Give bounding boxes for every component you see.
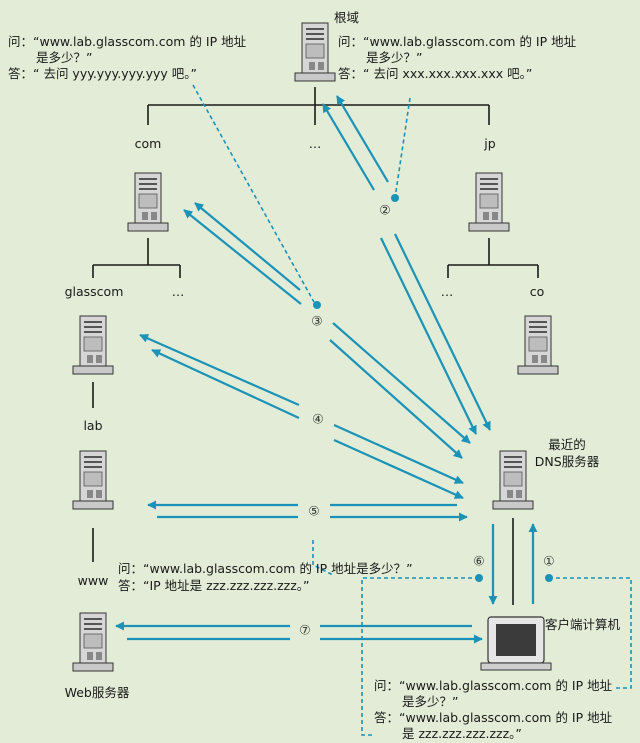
annotation-bottom-q1: 问：“www.lab.glasscom.com 的 IP 地址 <box>374 678 613 693</box>
root-server-icon <box>294 22 336 82</box>
step-3: ③ <box>311 315 323 330</box>
annotation-left-top: 问：“www.lab.glasscom.com 的 IP 地址 是多少？” 答：… <box>8 34 247 81</box>
annotation-middle-q1: 问：“www.lab.glasscom.com 的 IP 地址是多少？” <box>118 561 413 576</box>
annotation-right-top-q1: 问：“www.lab.glasscom.com 的 IP 地址 <box>338 34 577 49</box>
jp-ellipsis: … <box>441 284 454 299</box>
dns-label-line2: DNS服务器 <box>535 454 600 469</box>
com-server-icon <box>127 172 169 232</box>
annotation-right-top-q2: 是多少？” <box>366 50 422 65</box>
annotation-bottom-a2: 是 zzz.zzz.zzz.zzz。” <box>402 726 522 741</box>
jp-label: jp <box>483 136 495 151</box>
client-label: 客户端计算机 <box>545 617 621 632</box>
step-5: ⑤ <box>308 505 320 520</box>
annotation-left-top-a1: 答：“ 去问 yyy.yyy.yyy.yyy 吧。” <box>8 66 197 81</box>
annotation-bottom: 问：“www.lab.glasscom.com 的 IP 地址 是多少？” 答：… <box>374 678 613 741</box>
annotation-leaders <box>192 84 632 736</box>
step-6: ⑥ <box>473 555 485 570</box>
com-ellipsis: … <box>172 284 185 299</box>
annotation-left-top-q1: 问：“www.lab.glasscom.com 的 IP 地址 <box>8 34 247 49</box>
co-server-icon <box>517 315 559 375</box>
annotation-bottom-q2: 是多少？” <box>402 694 458 709</box>
web-server-icon <box>72 612 114 672</box>
step-7: ⑦ <box>299 624 311 639</box>
web-server-label: Web服务器 <box>65 685 130 700</box>
glasscom-server-icon <box>72 315 114 375</box>
annotation-middle: 问：“www.lab.glasscom.com 的 IP 地址是多少？” 答：“… <box>118 561 413 593</box>
co-label: co <box>530 284 545 299</box>
dns-label-line1: 最近的 <box>548 437 586 452</box>
glasscom-label: glasscom <box>65 284 124 299</box>
annotation-middle-a1: 答：“IP 地址是 zzz.zzz.zzz.zzz。” <box>118 578 310 593</box>
jp-server-icon <box>468 172 510 232</box>
lab-server-icon <box>72 450 114 510</box>
annotation-dots <box>313 194 553 582</box>
step-2: ② <box>379 204 391 219</box>
step-4: ④ <box>312 413 324 428</box>
annotation-right-top: 问：“www.lab.glasscom.com 的 IP 地址 是多少？” 答：… <box>338 34 577 81</box>
root-label: 根域 <box>334 10 359 25</box>
query-arrows <box>115 95 538 644</box>
client-computer-icon <box>480 616 552 671</box>
annotation-right-top-a1: 答：“ 去问 xxx.xxx.xxx.xxx 吧。” <box>338 66 532 81</box>
step-1: ① <box>543 555 555 570</box>
annotation-bottom-a1: 答：“www.lab.glasscom.com 的 IP 地址 <box>374 710 613 725</box>
www-label: www <box>78 573 109 588</box>
dns-server-icon <box>492 450 534 510</box>
com-label: com <box>135 136 162 151</box>
lab-label: lab <box>83 418 102 433</box>
hierarchy-lines <box>92 87 539 605</box>
annotation-left-top-q2: 是多少？” <box>36 50 92 65</box>
root-ellipsis: … <box>309 136 322 151</box>
